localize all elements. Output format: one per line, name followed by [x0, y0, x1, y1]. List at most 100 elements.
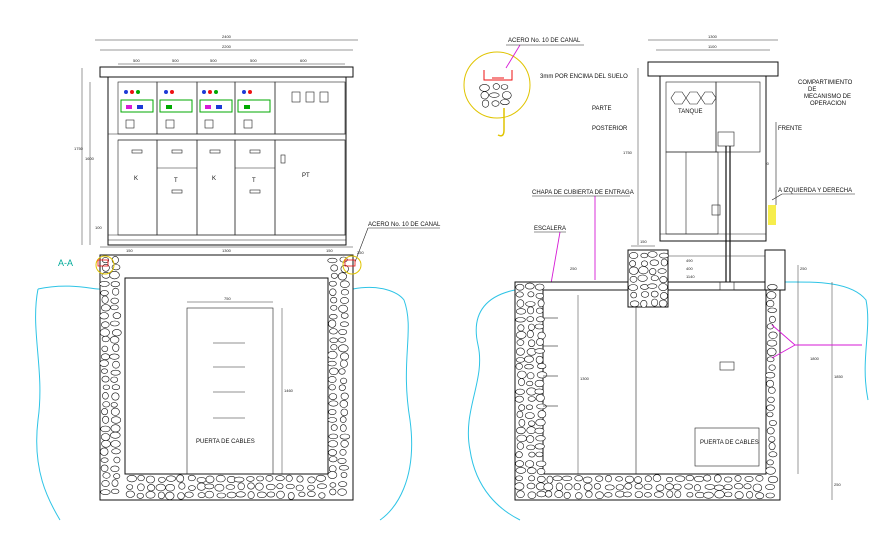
stone [327, 440, 339, 448]
stone [714, 484, 725, 491]
stone [693, 484, 701, 492]
stone [644, 492, 652, 498]
stone [102, 392, 109, 400]
stone [768, 420, 777, 426]
stone [527, 291, 535, 298]
r-dim-mid-4: 1140 [686, 274, 695, 279]
stone [695, 491, 705, 499]
stone [768, 436, 776, 443]
stone [516, 410, 524, 419]
stone [649, 259, 659, 266]
panel-width-2: 500 [172, 58, 179, 63]
stone [99, 359, 109, 367]
stone [634, 491, 644, 498]
stone [517, 324, 525, 332]
stone [552, 475, 563, 481]
stone [524, 412, 535, 419]
stone [157, 491, 165, 500]
stone [746, 491, 754, 499]
left-pit [99, 254, 354, 501]
stone [640, 299, 648, 308]
stone [296, 475, 304, 483]
stone [615, 484, 625, 491]
stone [685, 474, 694, 482]
stone [285, 483, 295, 490]
stone [768, 331, 778, 339]
stone [515, 395, 524, 403]
stone [528, 451, 536, 458]
stone [101, 375, 110, 383]
stone [526, 435, 535, 443]
stone [339, 321, 349, 327]
stone [768, 442, 776, 451]
stone [102, 384, 110, 390]
detail-circle [463, 51, 531, 119]
stone [630, 291, 638, 299]
stone [517, 370, 527, 379]
section-label: A-A [58, 258, 73, 268]
stone [629, 275, 638, 283]
stone [527, 396, 536, 402]
stone [534, 388, 545, 395]
panel-width-1: 500 [133, 58, 140, 63]
stone [205, 475, 215, 484]
stone [515, 283, 525, 291]
stone [184, 491, 194, 498]
stone [109, 271, 120, 280]
stone [329, 288, 337, 296]
r-dim-top-1: 1300 [708, 34, 718, 39]
stone [155, 483, 166, 492]
stone [628, 266, 639, 275]
stone [328, 319, 337, 328]
stone [535, 460, 547, 467]
stone [624, 475, 635, 484]
right-elevation: ACERO No. 10 DE CANAL 3mm POR ENCIMA DEL… [463, 34, 869, 521]
stone [768, 364, 776, 371]
panel-width-3: 500 [210, 58, 217, 63]
stone [339, 399, 348, 408]
stone [101, 408, 108, 416]
stone [518, 418, 526, 427]
stone [256, 475, 264, 482]
stone [137, 474, 145, 482]
stone [110, 431, 121, 439]
stone [516, 299, 525, 308]
stone [110, 376, 118, 383]
stone [100, 464, 109, 472]
stone [265, 483, 276, 491]
stone [330, 344, 338, 351]
stone [246, 476, 255, 482]
stone [768, 451, 778, 458]
stone [755, 492, 765, 500]
stone [146, 475, 156, 484]
stone [338, 481, 348, 487]
stone [340, 439, 349, 448]
stone [605, 475, 612, 483]
stone [535, 394, 545, 402]
stone [225, 484, 236, 490]
stone [515, 291, 524, 298]
stone [330, 304, 338, 311]
stone [125, 490, 135, 498]
stone [518, 378, 525, 387]
stone [640, 291, 650, 298]
ladder-label: ESCALERA [534, 226, 566, 232]
stone [766, 404, 775, 411]
stone [330, 264, 339, 272]
stone [339, 280, 350, 288]
stone [767, 386, 776, 394]
stone [112, 312, 122, 319]
stone [544, 490, 553, 498]
stone [651, 298, 659, 307]
stone [527, 467, 537, 475]
stone [516, 490, 525, 499]
stone [330, 424, 338, 431]
stone [256, 491, 267, 498]
dim-height-inner: 1600 [85, 156, 95, 161]
side-dim-2: 250 [357, 250, 364, 255]
stone [527, 491, 537, 499]
stone [491, 100, 500, 107]
stone [724, 491, 733, 498]
stone [338, 329, 348, 335]
